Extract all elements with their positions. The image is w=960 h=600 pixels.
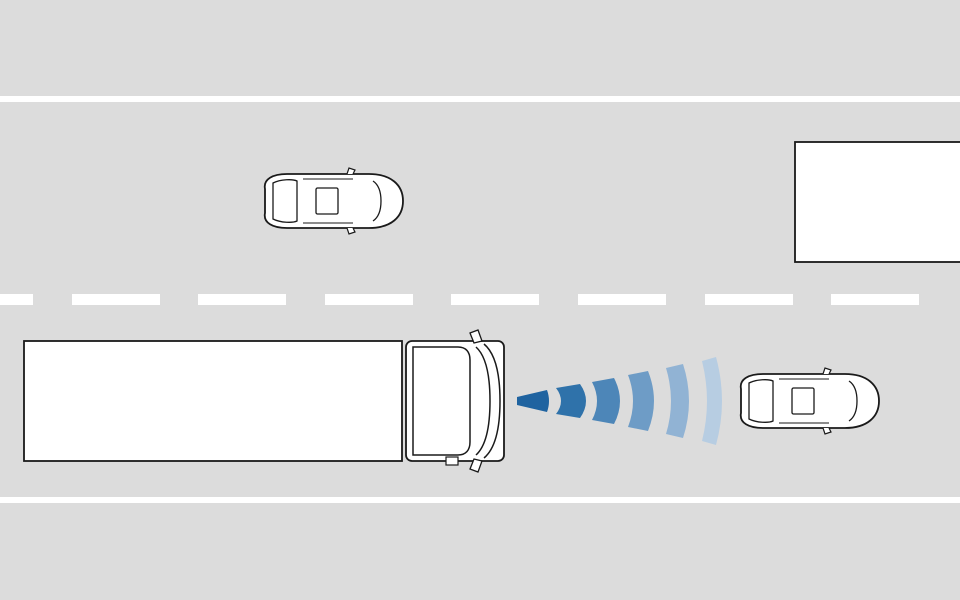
ego-truck-trailer <box>23 340 403 462</box>
road-edge-line-bottom <box>0 497 960 503</box>
radar-waves <box>517 357 722 445</box>
car-adjacent-lane <box>263 167 404 235</box>
lane-divider-dashed <box>0 294 919 305</box>
radar-wave-3 <box>592 378 620 424</box>
radar-wave-1 <box>517 390 549 412</box>
radar-wave-5 <box>666 364 689 438</box>
radar-wave-4 <box>628 371 654 431</box>
car-ahead-detected <box>739 367 880 435</box>
radar-wave-6 <box>702 357 722 445</box>
ego-truck-cab <box>405 329 505 473</box>
radar-wave-2 <box>556 384 586 418</box>
adjacent-truck-trailer <box>794 141 960 263</box>
road-edge-line-top <box>0 96 960 102</box>
